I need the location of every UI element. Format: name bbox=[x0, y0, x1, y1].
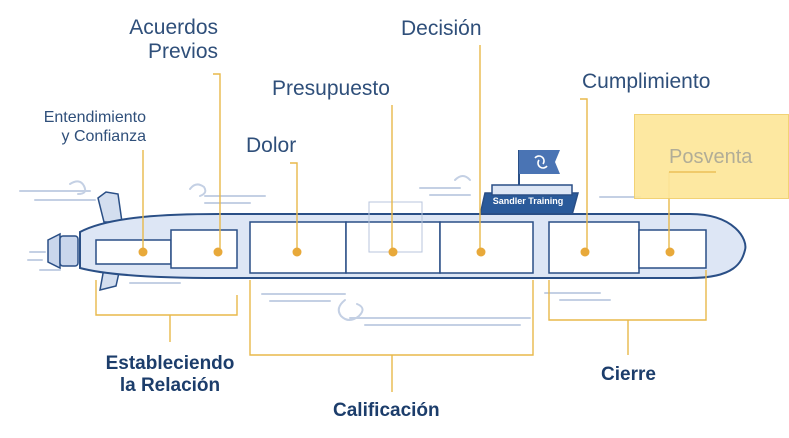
compartment-acuerdos bbox=[170, 229, 238, 269]
group-estableciendo-relacion: Estableciendo la Relación bbox=[96, 353, 244, 397]
stage-dots bbox=[138, 247, 675, 257]
compartments bbox=[95, 221, 707, 274]
label-acuerdos-previos: Acuerdos Previos bbox=[110, 16, 218, 64]
label-dolor: Dolor bbox=[246, 134, 297, 157]
compartment-dolor bbox=[249, 221, 347, 274]
group-cierre: Cierre bbox=[601, 364, 656, 385]
label-entendimiento-line2: y Confianza bbox=[61, 128, 147, 145]
submarine-tail bbox=[47, 191, 123, 292]
brand-tower-text: Sandler Training bbox=[492, 196, 564, 206]
label-acuerdos-line1: Acuerdos bbox=[129, 16, 218, 39]
group-estableciendo-line1: Estableciendo bbox=[105, 353, 235, 374]
compartment-cumplimiento bbox=[548, 221, 640, 274]
label-cumplimiento: Cumplimiento bbox=[582, 70, 711, 93]
label-entendimiento-line1: Entendimiento bbox=[43, 109, 146, 126]
posventa-highlight bbox=[634, 114, 789, 199]
group-estableciendo-line2: la Relación bbox=[119, 375, 221, 396]
label-presupuesto: Presupuesto bbox=[272, 77, 390, 100]
compartment-entendimiento bbox=[95, 239, 172, 265]
group-calificacion: Calificación bbox=[333, 400, 440, 421]
compartment-decision bbox=[439, 221, 534, 274]
conning-tower bbox=[479, 150, 579, 216]
sandler-logo-icon bbox=[519, 150, 560, 174]
label-decision: Decisión bbox=[401, 17, 482, 40]
label-entendimiento: Entendimiento y Confianza bbox=[20, 108, 146, 146]
leader-lines bbox=[95, 45, 707, 392]
water-swirls bbox=[19, 175, 641, 326]
label-acuerdos-line2: Previos bbox=[147, 40, 218, 63]
label-posventa: Posventa bbox=[669, 146, 753, 168]
